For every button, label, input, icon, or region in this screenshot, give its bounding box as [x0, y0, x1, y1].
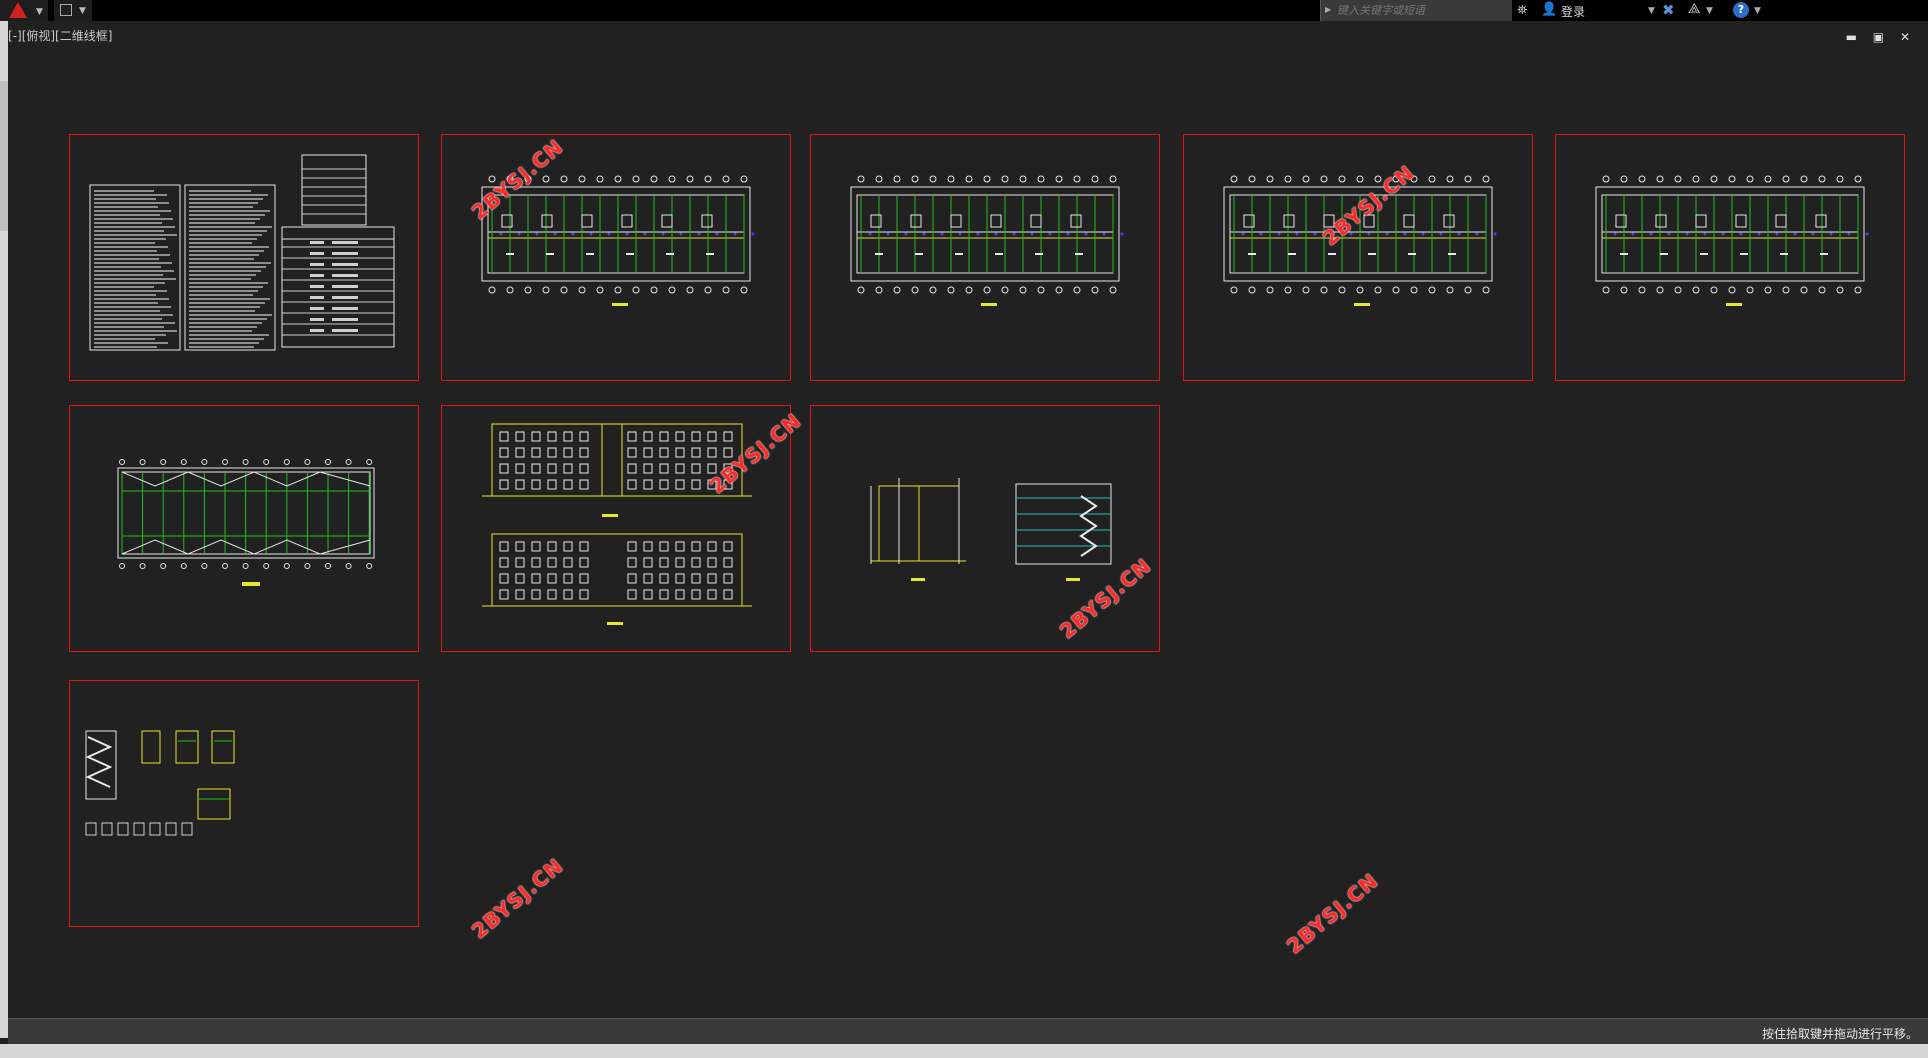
roof-plan-drawing — [117, 459, 375, 586]
search-input[interactable] — [1337, 2, 1507, 18]
help-icon[interactable]: ? — [1733, 2, 1749, 18]
viewport-controls-label[interactable]: [-][俯视][二维线框] — [8, 29, 113, 43]
stair-details-drawing — [85, 730, 235, 836]
a360-icon[interactable]: ⟁ — [1688, 1, 1701, 17]
chevron-down-icon[interactable]: ▼ — [79, 6, 86, 16]
sheet-roof-plan[interactable] — [69, 405, 419, 652]
watermark-text: 2BYSJ.CN — [467, 853, 568, 944]
save-icon[interactable] — [60, 4, 72, 16]
sheet-floor-plan-4[interactable] — [1555, 134, 1905, 381]
elevations-drawing — [482, 423, 752, 625]
scroll-thumb[interactable] — [0, 81, 8, 231]
sheet-floor-plan-2[interactable] — [810, 134, 1160, 381]
exchange-apps-icon[interactable]: ✖ — [1662, 1, 1675, 19]
status-message: 按住拾取键并拖动进行平移。 — [1761, 1027, 1918, 1041]
sheet-elevations[interactable] — [441, 405, 791, 652]
autocad-logo-icon — [9, 2, 27, 18]
sheet-floor-plan-1[interactable] — [441, 134, 791, 381]
sheet-drawing — [89, 154, 395, 351]
sheet-design-notes[interactable] — [69, 134, 419, 381]
floor-plan-drawing — [481, 175, 755, 306]
user-icon[interactable]: 👤 — [1541, 2, 1558, 17]
quick-access-toolbar[interactable]: ▼ — [54, 0, 92, 21]
drawing-window-controls[interactable]: ▬ ▣ ✕ — [1845, 30, 1916, 44]
chevron-down-icon[interactable]: ▼ — [1706, 6, 1713, 16]
floor-plan-drawing — [1223, 175, 1497, 306]
left-scroll-strip[interactable] — [0, 21, 8, 1038]
title-bar: ▼ ▼ ▶ ⛯ 👤 登录 ▼ ✖ ⟁ ▼ ? ▼ — [0, 0, 1928, 21]
sheet-stair-details[interactable] — [69, 680, 419, 927]
chevron-down-icon[interactable]: ▼ — [1648, 6, 1655, 16]
watermark-text: 2BYSJ.CN — [1282, 868, 1383, 959]
help-search-box[interactable]: ▶ — [1320, 0, 1512, 21]
floor-plan-drawing — [1595, 175, 1869, 306]
command-status-bar: 按住拾取键并拖动进行平移。 — [8, 1018, 1928, 1044]
binoculars-icon[interactable]: ⛯ — [1517, 3, 1528, 18]
sections-drawing — [870, 478, 1112, 581]
login-button[interactable]: 登录 — [1561, 5, 1586, 19]
application-menu-button[interactable]: ▼ — [0, 0, 48, 21]
sheet-floor-plan-3[interactable] — [1183, 134, 1533, 381]
floor-plan-drawing — [850, 175, 1124, 306]
expand-arrow-icon[interactable]: ▶ — [1325, 5, 1332, 14]
sheet-sections[interactable] — [810, 405, 1160, 652]
chevron-down-icon: ▼ — [36, 7, 43, 17]
bottom-edge — [0, 1044, 1928, 1058]
chevron-down-icon[interactable]: ▼ — [1754, 6, 1761, 16]
